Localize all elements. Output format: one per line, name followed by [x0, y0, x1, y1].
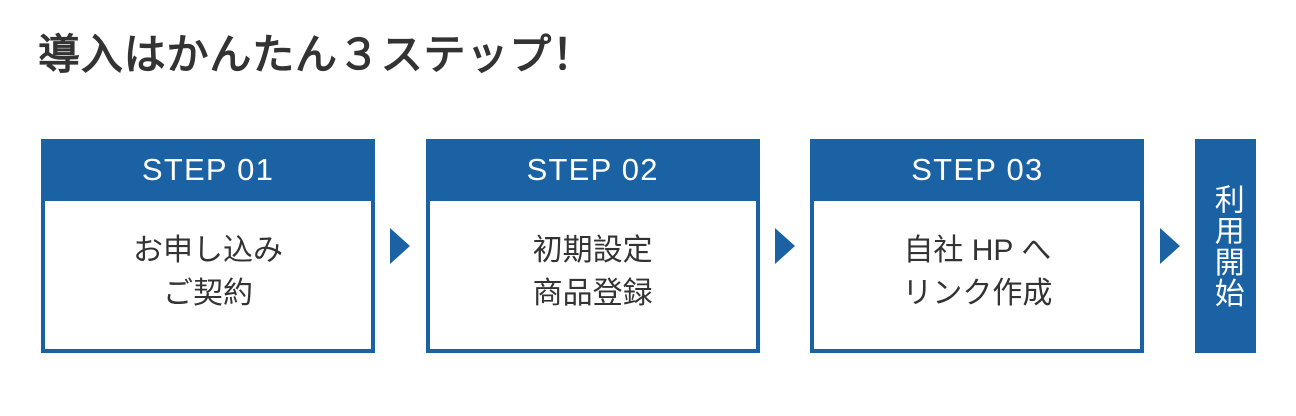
step-card-01: STEP 01 お申し込み ご契約 [41, 139, 375, 353]
step-body-line-1: お申し込み [133, 234, 283, 268]
step-body-line-1: 自社 HP へ [903, 234, 1052, 268]
step-body-line-2: ご契約 [163, 277, 253, 310]
step-body-03: 自社 HP へ リンク作成 [810, 201, 1145, 353]
triangle-right-icon [390, 228, 411, 264]
step-header-02: STEP 02 [425, 139, 760, 201]
step-header-03: STEP 03 [810, 139, 1145, 201]
page-title: 導入はかんたん３ステップ！ [38, 31, 595, 78]
step-body-line-2: 商品登録 [532, 277, 653, 310]
steps-flow-diagram: STEP 01 お申し込み ご契約 STEP 02 初期設定 商品登録 STEP… [41, 139, 1257, 353]
triangle-right-icon [775, 228, 795, 264]
final-card-start-using: 利用開始 [1195, 139, 1257, 353]
triangle-right-icon [1159, 228, 1180, 264]
arrow-slot-1 [375, 139, 426, 353]
step-body-02: 初期設定 商品登録 [425, 201, 760, 353]
final-card-label: 利用開始 [1209, 183, 1243, 309]
step-body-line-1: 初期設定 [532, 234, 653, 268]
arrow-slot-3 [1144, 139, 1195, 353]
step-body-line-2: リンク作成 [902, 277, 1053, 310]
step-header-01: STEP 01 [41, 139, 375, 201]
step-body-01: お申し込み ご契約 [41, 201, 375, 353]
arrow-slot-2 [760, 139, 811, 353]
step-card-03: STEP 03 自社 HP へ リンク作成 [810, 139, 1145, 353]
step-card-02: STEP 02 初期設定 商品登録 [425, 139, 760, 353]
